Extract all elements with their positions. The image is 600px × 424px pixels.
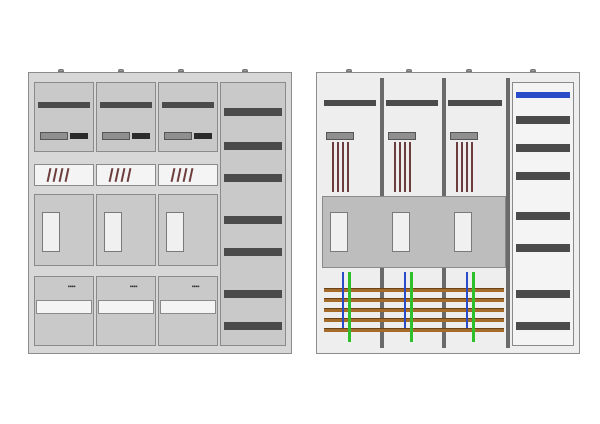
cable xyxy=(399,142,401,192)
cable xyxy=(404,142,406,192)
electricity-meter xyxy=(166,212,184,252)
divider xyxy=(506,78,510,348)
din-rail xyxy=(224,108,282,116)
cable xyxy=(332,142,334,192)
din-rail xyxy=(38,102,90,108)
din-rail xyxy=(516,172,570,180)
earth-conductor xyxy=(472,272,475,342)
top-screw xyxy=(346,69,352,72)
cable-field-1 xyxy=(34,164,94,186)
electricity-meter xyxy=(104,212,122,252)
meter-board xyxy=(322,196,506,268)
electricity-meter xyxy=(454,212,472,252)
top-screw xyxy=(406,69,412,72)
terminal-block xyxy=(388,132,416,140)
busbar xyxy=(324,288,504,292)
din-rail xyxy=(224,216,282,224)
cable-field-2 xyxy=(96,164,156,186)
cable xyxy=(347,142,349,192)
meter-tag: ■■■■ xyxy=(192,286,200,288)
din-rail xyxy=(224,322,282,330)
terminal-strip xyxy=(194,133,212,139)
din-rail xyxy=(516,212,570,220)
earth-conductor xyxy=(410,272,413,342)
din-rail xyxy=(516,92,570,98)
breaker-row xyxy=(160,300,216,314)
meter-tag: ■■■■ xyxy=(68,286,76,288)
din-rail xyxy=(224,174,282,182)
meter-tag: ■■■■ xyxy=(130,286,138,288)
terminal-strip xyxy=(70,133,88,139)
electricity-meter xyxy=(392,212,410,252)
electricity-meter xyxy=(330,212,348,252)
right-panel-open-view xyxy=(316,69,580,354)
top-screw xyxy=(118,69,124,72)
din-rail xyxy=(516,116,570,124)
terminal-block xyxy=(326,132,354,140)
breaker-row xyxy=(36,300,92,314)
breaker-row xyxy=(98,300,154,314)
field-top-1 xyxy=(34,82,94,152)
cable xyxy=(409,142,411,192)
top-screw xyxy=(242,69,248,72)
busbar xyxy=(324,298,504,302)
neutral-conductor xyxy=(342,272,344,328)
busbar xyxy=(324,328,504,332)
top-screw xyxy=(58,69,64,72)
field-top-3 xyxy=(158,82,218,152)
din-rail xyxy=(162,102,214,108)
terminal-strip xyxy=(132,133,150,139)
cable xyxy=(461,142,463,192)
terminal-block xyxy=(164,132,192,140)
top-screw xyxy=(466,69,472,72)
earth-conductor xyxy=(348,272,351,342)
din-rail xyxy=(324,100,376,106)
neutral-conductor xyxy=(404,272,406,328)
terminal-block xyxy=(450,132,478,140)
din-rail xyxy=(224,290,282,298)
left-panel-front-view: ■■■■ ■■■■ ■■■■ xyxy=(28,69,292,354)
cable xyxy=(466,142,468,192)
cable xyxy=(394,142,396,192)
top-screw xyxy=(178,69,184,72)
din-rail xyxy=(100,102,152,108)
din-rail xyxy=(448,100,502,106)
din-rail xyxy=(516,322,570,330)
din-rail xyxy=(386,100,438,106)
terminal-block xyxy=(40,132,68,140)
field-top-2 xyxy=(96,82,156,152)
cable xyxy=(471,142,473,192)
busbar xyxy=(324,318,504,322)
busbar xyxy=(324,308,504,312)
terminal-block xyxy=(102,132,130,140)
cable-field-3 xyxy=(158,164,218,186)
electricity-meter xyxy=(42,212,60,252)
distribution-field xyxy=(220,82,286,346)
cable xyxy=(456,142,458,192)
din-rail xyxy=(224,142,282,150)
top-screw xyxy=(530,69,536,72)
din-rail xyxy=(516,290,570,298)
cable xyxy=(337,142,339,192)
cable xyxy=(342,142,344,192)
din-rail xyxy=(224,248,282,256)
neutral-conductor xyxy=(466,272,468,328)
din-rail xyxy=(516,244,570,252)
din-rail xyxy=(516,144,570,152)
